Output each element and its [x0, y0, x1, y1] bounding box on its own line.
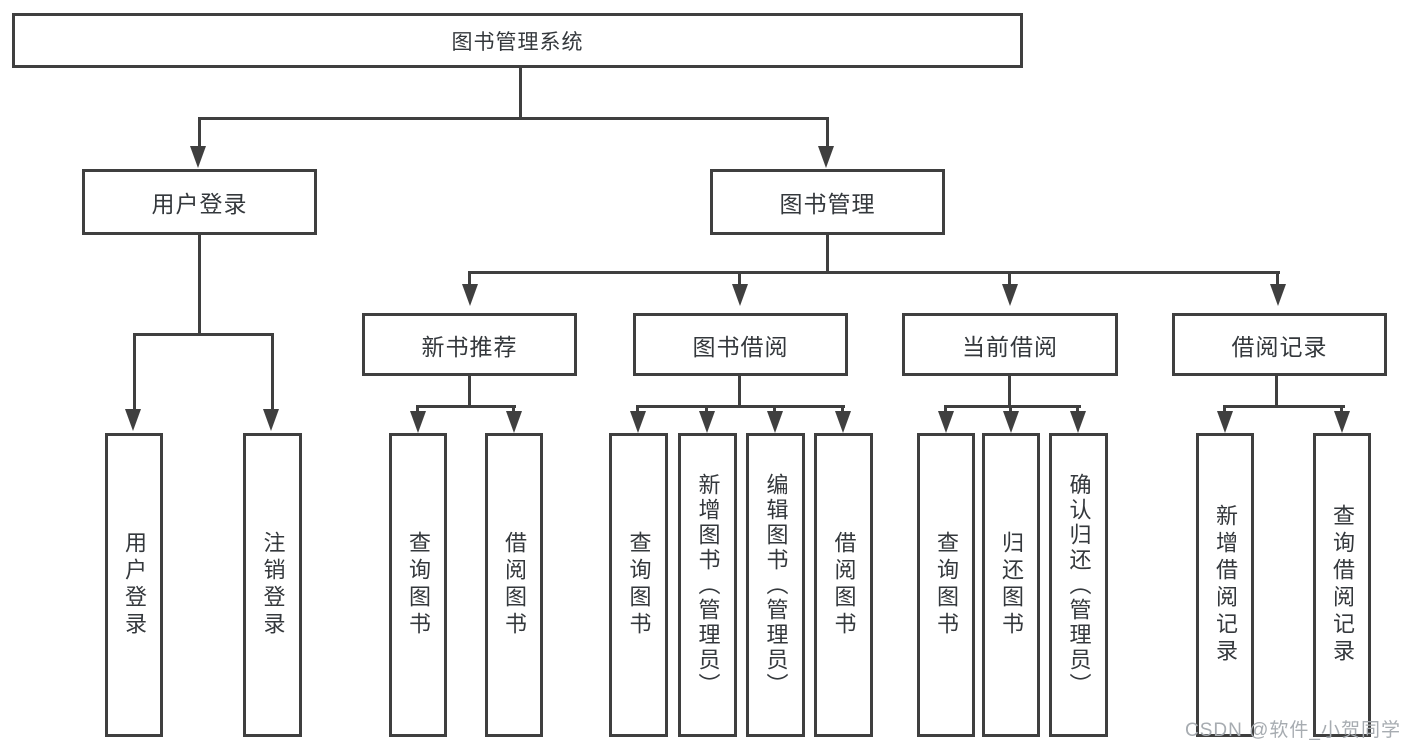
connector-line [1223, 405, 1345, 408]
node-label: 查询图书 [406, 531, 431, 639]
connector-line [512, 405, 515, 415]
leaf-current-query-books: 查询图书 [917, 433, 975, 737]
connector-line [636, 405, 845, 408]
connector-line [468, 376, 471, 407]
connector-line [944, 405, 947, 415]
node-label: 图书借阅 [692, 333, 789, 360]
node-label: 借阅图书 [831, 531, 857, 639]
connector-line [944, 405, 1081, 408]
arrowhead-down-icon [767, 411, 783, 433]
connector-line [416, 405, 419, 415]
node-label: 图书管理系统 [451, 30, 584, 54]
node-label: 用户登录 [122, 531, 147, 639]
connector-line [826, 117, 829, 150]
arrowhead-down-icon [1270, 284, 1286, 306]
node-label: 新增图书（管理员） [695, 472, 721, 698]
arrowhead-down-icon [835, 411, 851, 433]
csdn-watermark: CSDN @软件_小贺同学 [1185, 720, 1401, 741]
arrowhead-down-icon [263, 409, 279, 431]
leaf-borrow-add-books-admin: 新增图书（管理员） [678, 433, 737, 737]
arrowhead-down-icon [1334, 411, 1350, 433]
leaf-recommend-borrow-books: 借阅图书 [485, 433, 543, 737]
node-label: 查询图书 [626, 531, 652, 639]
node-label: 归还图书 [999, 531, 1024, 639]
arrowhead-down-icon [1002, 284, 1018, 306]
connector-line [271, 333, 274, 411]
node-borrowing-records: 借阅记录 [1172, 313, 1387, 376]
leaf-user-login: 用户登录 [105, 433, 163, 737]
node-label: 注销登录 [260, 531, 286, 639]
arrowhead-down-icon [1217, 411, 1233, 433]
node-label: 确认归还（管理员） [1066, 472, 1092, 698]
connector-line [705, 405, 708, 415]
leaf-current-confirm-return-admin: 确认归还（管理员） [1049, 433, 1108, 737]
connector-line [826, 235, 829, 274]
node-label: 新书推荐 [421, 333, 518, 360]
node-book-borrowing: 图书借阅 [633, 313, 848, 376]
connector-line [416, 405, 516, 408]
connector-line [133, 333, 274, 336]
arrowhead-down-icon [630, 411, 646, 433]
arrowhead-down-icon [699, 411, 715, 433]
arrowhead-down-icon [1070, 411, 1086, 433]
node-label: 当前借阅 [962, 333, 1058, 360]
connector-line [1276, 271, 1279, 286]
node-label: 编辑图书（管理员） [763, 472, 789, 698]
leaf-borrow-query-books: 查询图书 [609, 433, 668, 737]
leaf-logout: 注销登录 [243, 433, 302, 737]
node-current-borrowing: 当前借阅 [902, 313, 1118, 376]
leaf-records-query-record: 查询借阅记录 [1313, 433, 1371, 737]
leaf-records-add-record: 新增借阅记录 [1196, 433, 1254, 737]
connector-line [198, 117, 201, 150]
arrowhead-down-icon [818, 146, 834, 168]
connector-line [738, 376, 741, 407]
arrowhead-down-icon [190, 146, 206, 168]
connector-line [519, 68, 522, 118]
node-label: 图书管理 [779, 191, 876, 217]
leaf-current-return-books: 归还图书 [982, 433, 1040, 737]
node-label: 新增借阅记录 [1213, 504, 1238, 666]
connector-line [1223, 405, 1226, 415]
arrowhead-down-icon [125, 409, 141, 431]
node-book-management: 图书管理 [710, 169, 945, 235]
node-label: 借阅记录 [1231, 333, 1328, 360]
connector-line [198, 117, 829, 120]
leaf-borrow-edit-books-admin: 编辑图书（管理员） [746, 433, 805, 737]
connector-line [738, 271, 741, 286]
connector-line [841, 405, 844, 415]
node-library-management-system: 图书管理系统 [12, 13, 1023, 68]
connector-line [1009, 405, 1012, 415]
node-new-book-recommend: 新书推荐 [362, 313, 577, 376]
arrowhead-down-icon [506, 411, 522, 433]
arrowhead-down-icon [410, 411, 426, 433]
connector-line [1008, 376, 1011, 407]
connector-line [468, 271, 471, 286]
leaf-borrow-borrow-books: 借阅图书 [814, 433, 873, 737]
connector-line [1275, 376, 1278, 407]
connector-line [636, 405, 639, 415]
connector-line [1008, 271, 1011, 286]
connector-line [468, 271, 1280, 274]
node-label: 查询借阅记录 [1330, 504, 1355, 666]
connector-line [198, 235, 201, 335]
arrowhead-down-icon [938, 411, 954, 433]
arrowhead-down-icon [732, 284, 748, 306]
connector-line [133, 333, 136, 411]
node-label: 借阅图书 [502, 531, 527, 639]
node-label: 查询图书 [934, 531, 959, 639]
connector-line [1340, 405, 1343, 415]
leaf-recommend-query-books: 查询图书 [389, 433, 447, 737]
connector-line [773, 405, 776, 415]
arrowhead-down-icon [462, 284, 478, 306]
node-label: 用户登录 [151, 191, 248, 217]
arrowhead-down-icon [1003, 411, 1019, 433]
node-user-login: 用户登录 [82, 169, 317, 235]
connector-line [1076, 405, 1079, 415]
